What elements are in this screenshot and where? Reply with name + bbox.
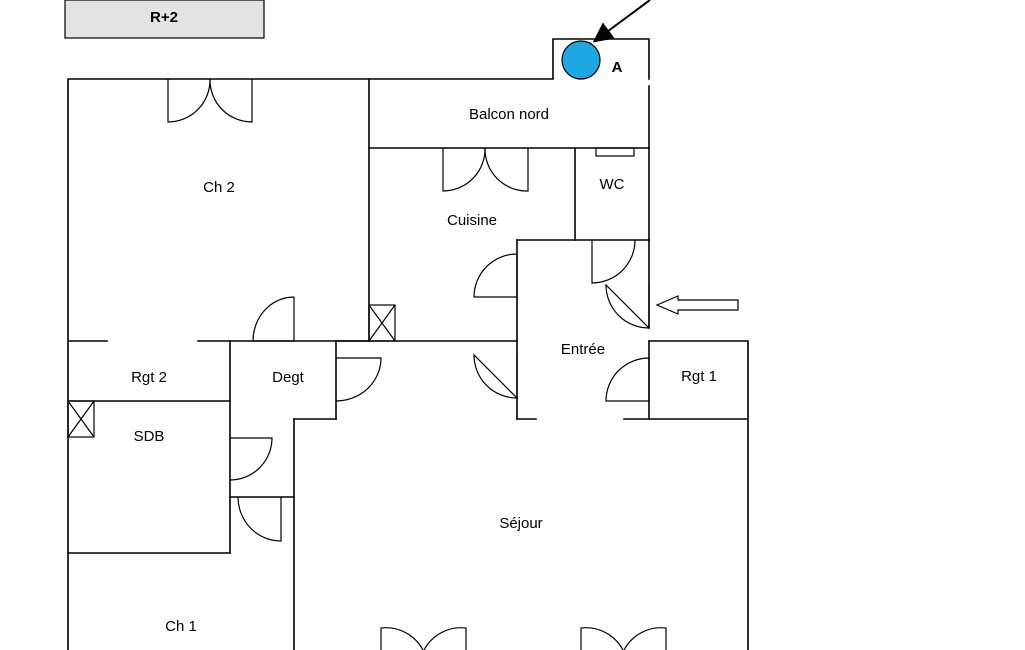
room-label-rgt1: Rgt 1 [681,368,717,385]
level-label: R+2 [150,9,178,26]
room-label-ch1: Ch 1 [165,618,197,635]
marker-circle-icon [561,40,601,80]
doors [167,78,667,650]
room-label-sdb: SDB [134,428,165,445]
entrance-arrow-icon [655,295,739,315]
room-label-ch2: Ch 2 [203,179,235,196]
vent-duct-icon [67,400,95,438]
level-label-box: R+2 [64,0,265,39]
room-label-wc: WC [600,176,625,193]
room-label-entree: Entrée [561,341,605,358]
room-label-rgt2: Rgt 2 [131,369,167,386]
wc-fixture [595,147,635,157]
room-label-balcon-nord: Balcon nord [469,106,549,123]
room-label-sejour: Séjour [499,515,542,532]
marker-label: A [612,59,623,76]
room-label-degt: Degt [272,369,305,386]
room-label-cuisine: Cuisine [447,212,497,229]
walls [67,38,749,650]
marker-a: A [561,0,651,80]
vent-duct-icon [368,304,396,342]
